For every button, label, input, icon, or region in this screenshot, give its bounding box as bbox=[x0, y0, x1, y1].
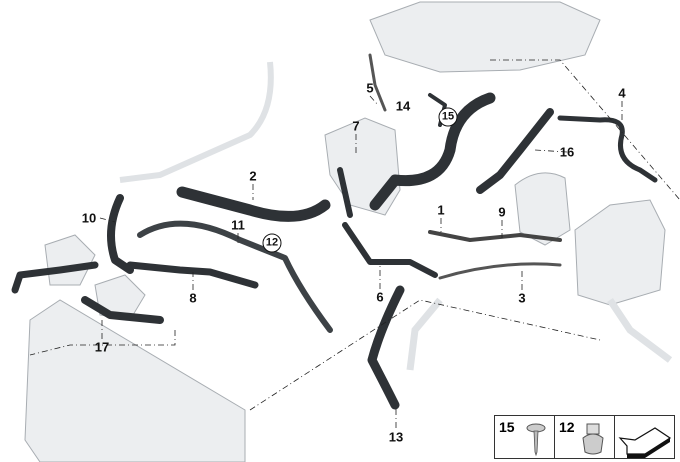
legend-number: 15 bbox=[499, 419, 515, 435]
screw-icon bbox=[526, 423, 546, 457]
part-label-3[interactable]: 3 bbox=[518, 290, 526, 306]
part-label-15[interactable]: 15 bbox=[438, 107, 458, 127]
legend-number: 12 bbox=[559, 419, 575, 435]
part-label-14[interactable]: 14 bbox=[395, 98, 411, 114]
part-label-9[interactable]: 9 bbox=[498, 204, 506, 220]
part-label-10[interactable]: 10 bbox=[81, 210, 97, 226]
thermostat-housing bbox=[324, 117, 401, 216]
leader-lines bbox=[29, 59, 680, 428]
hose-17 bbox=[81, 296, 164, 324]
direction-arrow-icon bbox=[618, 427, 672, 458]
hose-3 bbox=[438, 262, 562, 280]
part-label-17[interactable]: 17 bbox=[94, 339, 110, 355]
part-label-12[interactable]: 12 bbox=[262, 233, 282, 253]
legend-item-15[interactable]: 15 bbox=[495, 416, 555, 458]
hose-6 bbox=[342, 222, 438, 278]
hose-2 bbox=[176, 186, 331, 222]
part-label-16[interactable]: 16 bbox=[559, 144, 575, 160]
hose-5 bbox=[368, 53, 387, 112]
parts-legend: 15 12 bbox=[494, 415, 675, 459]
part-label-13[interactable]: 13 bbox=[388, 429, 404, 445]
legend-item-direction[interactable] bbox=[615, 416, 674, 458]
part-label-1[interactable]: 1 bbox=[437, 202, 445, 218]
part-label-8[interactable]: 8 bbox=[189, 290, 197, 306]
part-label-2[interactable]: 2 bbox=[249, 168, 257, 184]
hose-4 bbox=[557, 115, 658, 183]
hoses bbox=[11, 53, 658, 410]
electric-pump bbox=[44, 234, 96, 286]
part-label-4[interactable]: 4 bbox=[618, 85, 626, 101]
filler-pipe bbox=[119, 61, 274, 183]
intake-manifold bbox=[369, 1, 601, 73]
hose-10 bbox=[107, 194, 134, 274]
clamp-icon bbox=[582, 423, 604, 455]
lower-right-pipe bbox=[607, 298, 673, 363]
part-label-11[interactable]: 11 bbox=[231, 217, 245, 233]
hose-16 bbox=[476, 108, 554, 194]
hose-1 bbox=[369, 92, 496, 211]
hose-left bbox=[11, 261, 99, 294]
hose-13 bbox=[367, 285, 405, 410]
radiator bbox=[24, 299, 246, 462]
lower-mid-pipe bbox=[406, 297, 443, 371]
part-label-5[interactable]: 5 bbox=[366, 80, 374, 96]
hose-11 bbox=[137, 220, 333, 333]
hose-7 bbox=[337, 167, 353, 218]
hose-8 bbox=[126, 261, 259, 289]
hose-9 bbox=[428, 230, 562, 242]
expansion-tank-lower bbox=[574, 199, 666, 306]
legend-item-12[interactable]: 12 bbox=[555, 416, 615, 458]
part-label-7[interactable]: 7 bbox=[352, 118, 360, 134]
part-label-6[interactable]: 6 bbox=[376, 289, 384, 305]
